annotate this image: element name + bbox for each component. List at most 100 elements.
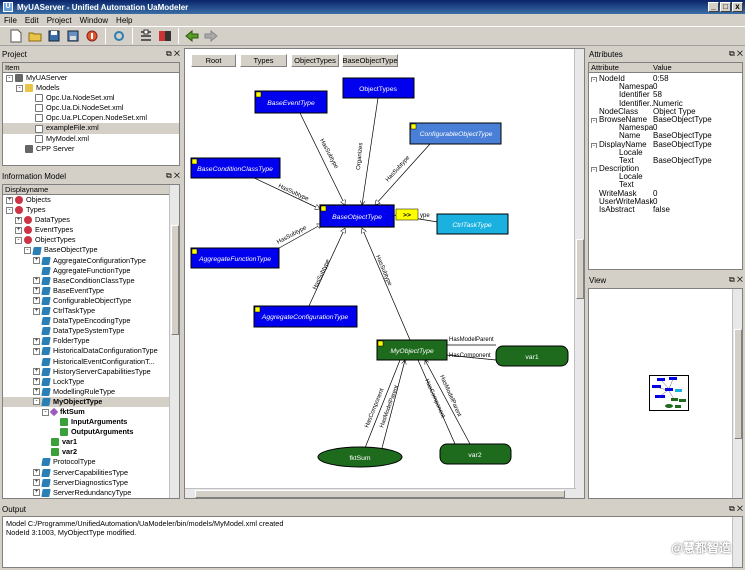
node-baseconditionclasstype[interactable]: BaseConditionClassType xyxy=(190,157,281,179)
expand-icon[interactable]: + xyxy=(33,347,40,355)
tree-item[interactable]: -MyObjectType xyxy=(3,396,179,407)
attribute-row[interactable]: Locale xyxy=(589,148,742,156)
attribute-row[interactable]: Namespa...0 xyxy=(589,82,742,91)
tree-item[interactable]: Opc.Ua.NodeSet.xml xyxy=(3,93,179,103)
tree-item[interactable]: CPP Server xyxy=(3,144,179,154)
maximize-button[interactable]: □ xyxy=(720,2,731,12)
expand-icon[interactable]: + xyxy=(6,196,13,204)
expand-icon[interactable]: + xyxy=(33,489,40,497)
diagram-canvas[interactable] xyxy=(184,48,585,499)
node-ctrltasktype[interactable]: CtrlTaskType xyxy=(436,213,509,235)
expand-icon[interactable]: + xyxy=(33,469,40,477)
panel-float-close-icon[interactable]: ⧉ ✕ xyxy=(165,49,180,58)
tree-item[interactable]: InputArguments xyxy=(3,417,179,427)
tree-item[interactable]: ProtocolType xyxy=(3,457,179,467)
more-types-button[interactable]: >> ype xyxy=(395,208,430,221)
expand-icon[interactable]: + xyxy=(33,277,40,285)
tree-item[interactable]: +AggregateConfigurationType xyxy=(3,256,179,266)
collapse-icon[interactable]: - xyxy=(591,77,597,83)
expand-icon[interactable]: + xyxy=(33,378,40,386)
tree-item[interactable]: +DataTypes xyxy=(3,215,179,225)
panel-float-close-icon[interactable]: ⧉ ✕ xyxy=(728,504,743,513)
panel-float-close-icon[interactable]: ⧉ ✕ xyxy=(728,275,743,284)
output-vertical-scrollbar[interactable] xyxy=(732,517,742,567)
tree-item[interactable]: +Objects xyxy=(3,195,179,205)
node-aggregateconfigurationtype[interactable]: AggregateConfigurationType xyxy=(253,305,358,328)
tree-item[interactable]: +HistoryServerCapabilitiesType xyxy=(3,367,179,377)
refresh-icon[interactable] xyxy=(111,28,127,44)
tree-item[interactable]: Opc.Ua.Di.NodeSet.xml xyxy=(3,103,179,113)
menu-project[interactable]: Project xyxy=(46,15,72,25)
breadcrumb-objecttypes[interactable]: ObjectTypes xyxy=(291,54,339,67)
collapse-icon[interactable]: - xyxy=(15,236,22,244)
new-file-icon[interactable] xyxy=(8,28,24,44)
tree-item[interactable]: -MyUAServer xyxy=(3,73,179,83)
node-baseobjecttype[interactable]: BaseObjectType xyxy=(319,204,395,228)
tree-item[interactable]: -Types xyxy=(3,205,179,215)
menu-edit[interactable]: Edit xyxy=(24,15,39,25)
save-all-icon[interactable] xyxy=(65,28,81,44)
tree-item[interactable]: exampleFile.xml xyxy=(3,123,179,134)
expand-icon[interactable]: + xyxy=(33,257,40,265)
tree-item[interactable]: +BaseEventType xyxy=(3,286,179,296)
tree-item[interactable]: +ModellingRuleType xyxy=(3,387,179,397)
tree-item[interactable]: -Models xyxy=(3,83,179,93)
diagram-horizontal-scrollbar[interactable] xyxy=(185,488,576,498)
expand-icon[interactable]: + xyxy=(33,287,40,295)
tree-item[interactable]: OutputArguments xyxy=(3,427,179,437)
node-var2[interactable]: var2 xyxy=(439,443,512,465)
expand-icon[interactable]: + xyxy=(33,388,40,396)
node-var1[interactable]: var1 xyxy=(495,345,569,367)
collapse-icon[interactable]: - xyxy=(591,167,597,173)
tree-item[interactable]: Opc.Ua.PLCopen.NodeSet.xml xyxy=(3,113,179,123)
tree-item[interactable]: +FolderType xyxy=(3,336,179,346)
expand-icon[interactable]: + xyxy=(33,479,40,487)
layout-icon[interactable] xyxy=(138,28,154,44)
tree-item[interactable]: DataTypeSystemType xyxy=(3,326,179,336)
tree-item[interactable]: MyModel.xml xyxy=(3,134,179,144)
expand-icon[interactable]: + xyxy=(15,216,22,224)
menu-file[interactable]: File xyxy=(4,15,17,25)
collapse-icon[interactable]: - xyxy=(33,398,40,406)
panel-float-close-icon[interactable]: ⧉ ✕ xyxy=(728,49,743,58)
node-fktsum[interactable]: fktSum xyxy=(317,446,403,468)
collapse-icon[interactable]: - xyxy=(6,74,13,82)
save-icon[interactable] xyxy=(46,28,62,44)
node-myobjecttype[interactable]: MyObjectType xyxy=(376,339,448,361)
expand-icon[interactable]: + xyxy=(33,297,40,305)
close-button[interactable]: x xyxy=(732,2,743,12)
node-aggregatefunctiontype[interactable]: AggregateFunctionType xyxy=(190,247,280,269)
breadcrumb-baseobjecttype[interactable]: BaseObjectType xyxy=(342,54,398,67)
tree-item[interactable]: +ServerRedundancyType xyxy=(3,488,179,498)
expand-icon[interactable]: + xyxy=(33,368,40,376)
collapse-icon[interactable]: - xyxy=(24,247,31,255)
forward-arrow-icon[interactable] xyxy=(203,28,219,44)
info-vertical-scrollbar[interactable] xyxy=(169,185,179,498)
minimize-button[interactable]: _ xyxy=(708,2,719,12)
tree-item[interactable]: -ObjectTypes xyxy=(3,235,179,245)
expand-icon[interactable]: + xyxy=(15,226,22,234)
attribute-row[interactable]: Locale xyxy=(589,172,742,180)
open-folder-icon[interactable] xyxy=(27,28,43,44)
menu-window[interactable]: Window xyxy=(79,15,109,25)
node-configurableobjecttype[interactable]: ConfigurableObjectType xyxy=(409,122,502,145)
stop-icon[interactable] xyxy=(84,28,100,44)
panel-float-close-icon[interactable]: ⧉ ✕ xyxy=(165,171,180,180)
tree-item[interactable]: DataTypeEncodingType xyxy=(3,316,179,326)
breadcrumb-types[interactable]: Types xyxy=(240,54,287,67)
collapse-icon[interactable]: - xyxy=(16,84,23,92)
diagram-vertical-scrollbar[interactable] xyxy=(574,49,584,498)
tree-item[interactable]: +ServerDiagnosticsType xyxy=(3,478,179,488)
tree-item[interactable]: +BaseConditionClassType xyxy=(3,276,179,286)
collapse-icon[interactable]: - xyxy=(591,117,597,124)
overview-minimap[interactable] xyxy=(649,375,689,411)
